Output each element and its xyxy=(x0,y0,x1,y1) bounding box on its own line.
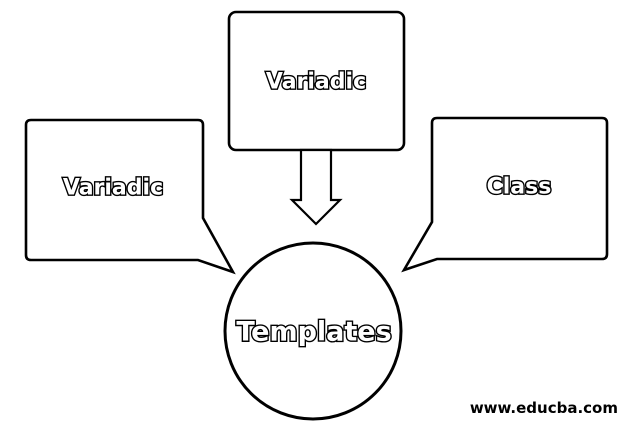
templates-circle xyxy=(223,241,403,421)
templates-node: Templates xyxy=(223,241,403,421)
variadic-label: Variadic xyxy=(63,176,163,201)
variadic-callout xyxy=(24,118,236,275)
class-label: Class xyxy=(487,175,552,200)
variadic-node: Variadic xyxy=(24,118,236,275)
function-node: Variadic xyxy=(227,10,406,226)
class-node: Class xyxy=(401,116,609,273)
templates-label: Templates xyxy=(236,317,391,348)
class-callout xyxy=(401,116,609,273)
watermark: www.educba.com xyxy=(470,399,618,417)
function-arrow xyxy=(289,148,343,226)
function-label: Variadic xyxy=(266,70,366,95)
